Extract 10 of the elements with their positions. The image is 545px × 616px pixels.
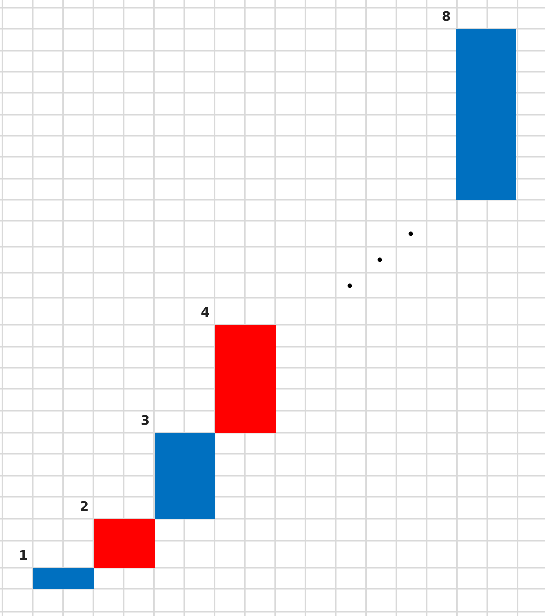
bar — [215, 325, 276, 433]
step-number: 2 — [80, 501, 90, 515]
step-number: 1 — [19, 550, 28, 564]
step-number: 3 — [141, 415, 150, 429]
bar — [155, 433, 215, 519]
step-number: 4 — [201, 307, 210, 321]
step-number: 8 — [442, 11, 452, 25]
bar — [33, 568, 94, 589]
bar — [456, 29, 516, 200]
bar — [94, 519, 155, 568]
